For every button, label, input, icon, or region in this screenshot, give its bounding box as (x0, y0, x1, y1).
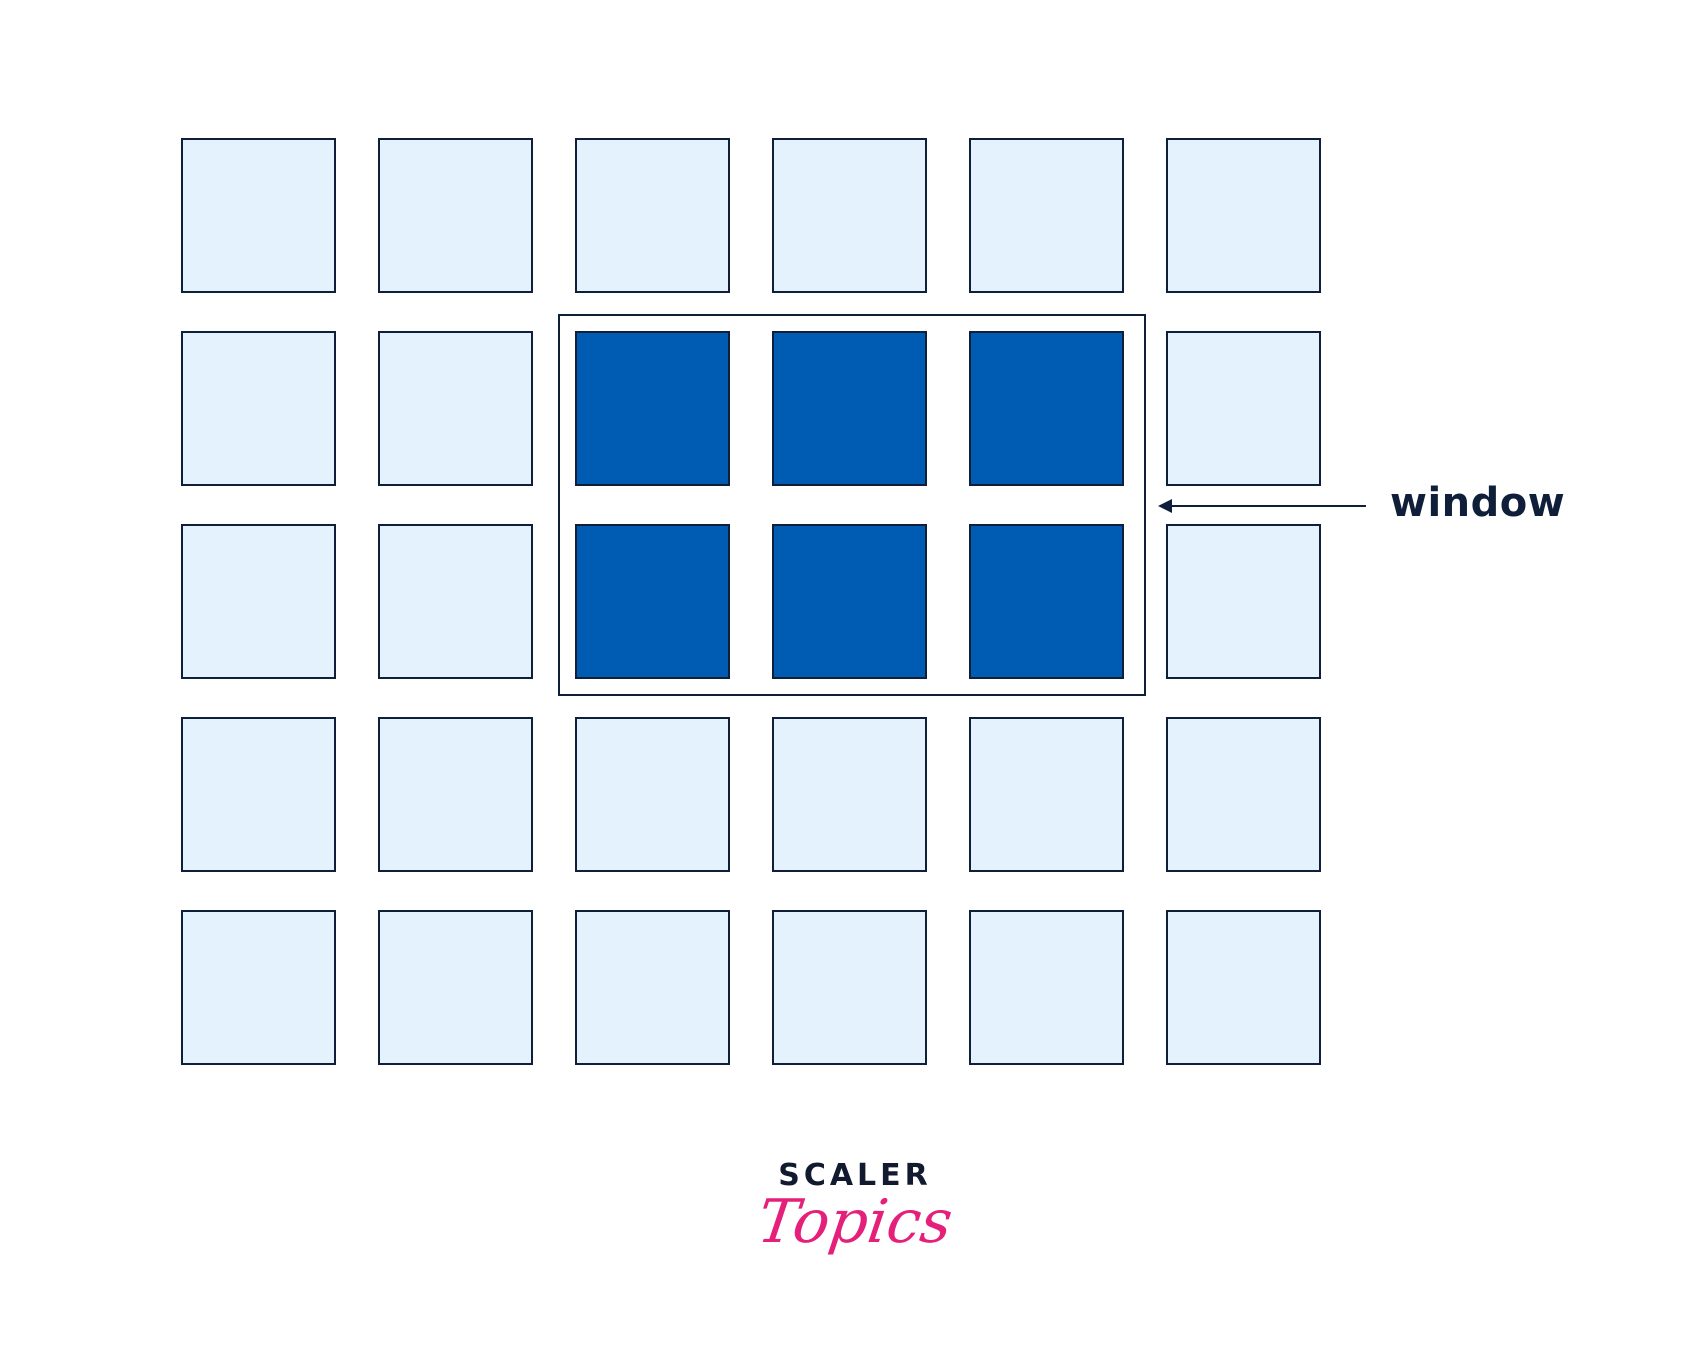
grid-cell (1166, 138, 1321, 293)
window-cell (969, 331, 1124, 486)
window-cell (575, 524, 730, 679)
grid-cell (378, 138, 533, 293)
grid-cell (181, 910, 336, 1065)
window-label: window (1390, 480, 1566, 526)
grid-cell (378, 524, 533, 679)
logo-topics-text: Topics (753, 1187, 957, 1257)
grid-cell (181, 524, 336, 679)
grid-cell (575, 138, 730, 293)
grid-cell (378, 910, 533, 1065)
scaler-topics-logo: SCALER Topics (753, 1158, 956, 1257)
grid-cell (1166, 910, 1321, 1065)
grid-cell (1166, 524, 1321, 679)
window-cell (772, 331, 927, 486)
logo-scaler-text: SCALER (778, 1158, 932, 1193)
grid-cell (772, 138, 927, 293)
grid-cell (575, 717, 730, 872)
window-cell (969, 524, 1124, 679)
sliding-window-box (558, 314, 1146, 696)
grid-cell (969, 910, 1124, 1065)
grid-cell (772, 910, 927, 1065)
window-cell (575, 331, 730, 486)
grid-cell (378, 331, 533, 486)
grid-cell (181, 717, 336, 872)
grid-cell (969, 138, 1124, 293)
grid-cell (181, 331, 336, 486)
grid-cell (181, 138, 336, 293)
grid-cell (378, 717, 533, 872)
grid-cell (1166, 717, 1321, 872)
grid-cell (1166, 331, 1321, 486)
arrow-left-icon (1158, 499, 1366, 513)
grid-cell (969, 717, 1124, 872)
window-cell (772, 524, 927, 679)
grid-cell (575, 910, 730, 1065)
grid-cell (772, 717, 927, 872)
